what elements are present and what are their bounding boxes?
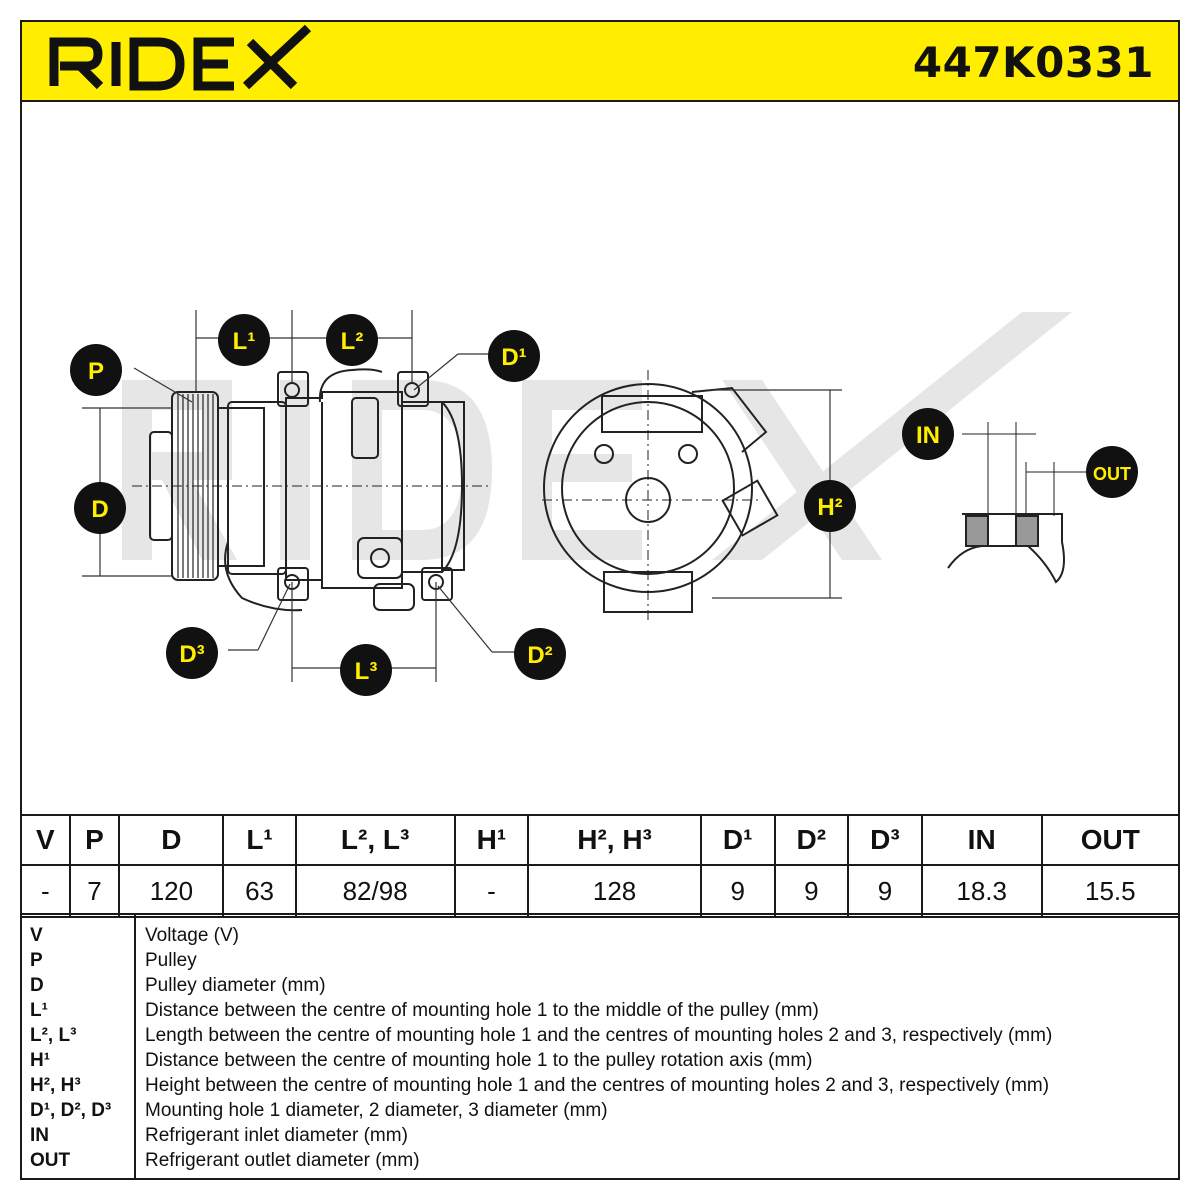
spec-value-cell: 9	[699, 864, 776, 918]
header-bar: 447K0331	[22, 22, 1178, 102]
legend-row: D Pulley diameter (mm)	[22, 975, 1178, 1000]
fitting-section-view	[947, 422, 1092, 584]
spec-value-cell: 120	[118, 864, 225, 918]
legend-row: H², H³ Height between the centre of moun…	[22, 1075, 1178, 1100]
legend-key: V	[30, 925, 43, 946]
spec-value-cell: 9	[847, 864, 923, 918]
badge-p: P	[70, 344, 122, 396]
spec-value-row: - 7 120 63 82/98 - 128 9 9 9 18.3 15.5	[22, 864, 1178, 918]
legend-key: H¹	[30, 1050, 51, 1071]
legend-key: OUT	[30, 1150, 71, 1171]
svg-text:IN: IN	[916, 422, 940, 449]
spec-header-cell: P	[68, 814, 121, 866]
spec-value-cell: 15.5	[1040, 864, 1178, 918]
legend-row: L², L³ Length between the centre of moun…	[22, 1025, 1178, 1050]
badge-l1: L¹	[218, 314, 270, 366]
badge-d3: D³	[166, 627, 218, 679]
legend-text: Voltage (V)	[145, 925, 239, 946]
badge-d1: D¹	[488, 330, 540, 382]
svg-text:L³: L³	[355, 658, 378, 685]
svg-text:P: P	[88, 358, 104, 385]
legend-text: Distance between the centre of mounting …	[145, 1000, 819, 1021]
spec-header-cell: L¹	[222, 814, 297, 866]
badge-d2: D²	[514, 628, 566, 680]
svg-text:D³: D³	[179, 641, 204, 668]
spec-header-cell: H², H³	[527, 814, 702, 866]
svg-text:OUT: OUT	[1093, 464, 1131, 484]
legend-key: D¹, D², D³	[30, 1100, 112, 1121]
compressor-drawing: P D L¹ L² D¹	[70, 310, 1138, 696]
compressor-side-view	[132, 368, 492, 612]
badge-l2: L²	[326, 314, 378, 366]
legend-key: D	[30, 975, 44, 996]
spec-header-cell: D	[118, 814, 225, 866]
legend-text: Distance between the centre of mounting …	[145, 1050, 813, 1071]
badge-in: IN	[902, 408, 954, 460]
spec-value-cell: 63	[222, 864, 297, 918]
legend-row: V Voltage (V)	[22, 925, 1178, 950]
svg-text:D: D	[91, 496, 108, 523]
badge-out: OUT	[1086, 446, 1138, 498]
spec-value-cell: 128	[527, 864, 702, 918]
svg-text:L¹: L¹	[233, 328, 256, 355]
legend-row: H¹ Distance between the centre of mounti…	[22, 1050, 1178, 1075]
label-badges: P D L¹ L² D¹	[70, 314, 1138, 696]
legend-key: H², H³	[30, 1075, 81, 1096]
badge-h2: H²	[804, 480, 856, 532]
spec-value-cell: 7	[68, 864, 121, 918]
ridex-logo	[49, 24, 312, 91]
spec-header-cell: OUT	[1040, 814, 1178, 866]
spec-value-cell: 82/98	[294, 864, 456, 918]
spec-header-cell: D³	[847, 814, 923, 866]
svg-text:D²: D²	[527, 642, 552, 669]
legend-key: L², L³	[30, 1025, 77, 1046]
legend-key: IN	[30, 1125, 49, 1146]
svg-text:L²: L²	[341, 328, 364, 355]
legend-row: OUT Refrigerant outlet diameter (mm)	[22, 1150, 1178, 1175]
legend-text: Pulley	[145, 950, 197, 971]
legend-key: L¹	[30, 1000, 48, 1021]
badge-l3: L³	[340, 644, 392, 696]
spec-value-cell: -	[22, 864, 71, 918]
spec-header-cell: L², L³	[294, 814, 456, 866]
spec-header-cell: IN	[920, 814, 1043, 866]
spec-header-cell: V	[22, 814, 71, 866]
legend-row: IN Refrigerant inlet diameter (mm)	[22, 1125, 1178, 1150]
badge-d: D	[74, 482, 126, 534]
legend-text: Refrigerant inlet diameter (mm)	[145, 1125, 408, 1146]
legend-text: Height between the centre of mounting ho…	[145, 1075, 1050, 1096]
spec-value-cell: 9	[773, 864, 850, 918]
svg-text:H²: H²	[817, 494, 842, 521]
datasheet-frame: 447K0331	[20, 20, 1180, 1180]
svg-text:D¹: D¹	[501, 344, 526, 371]
legend-key: P	[30, 950, 43, 971]
spec-value-cell: -	[453, 864, 530, 918]
spec-value-cell: 18.3	[920, 864, 1043, 918]
spec-header-cell: H¹	[453, 814, 530, 866]
spec-table: V P D L¹ L², L³ H¹ H², H³ D¹ D² D³ IN OU…	[22, 814, 1178, 918]
legend-row: D¹, D², D³ Mounting hole 1 diameter, 2 d…	[22, 1100, 1178, 1125]
legend-row: P Pulley	[22, 950, 1178, 975]
part-number: 447K0331	[912, 38, 1154, 87]
spec-header-cell: D²	[773, 814, 850, 866]
legend-row: L¹ Distance between the centre of mounti…	[22, 1000, 1178, 1025]
spec-header-row: V P D L¹ L², L³ H¹ H², H³ D¹ D² D³ IN OU…	[22, 814, 1178, 866]
legend-text: Pulley diameter (mm)	[145, 975, 326, 996]
legend-text: Mounting hole 1 diameter, 2 diameter, 3 …	[145, 1100, 608, 1121]
legend-text: Refrigerant outlet diameter (mm)	[145, 1150, 420, 1171]
technical-drawing: P D L¹ L² D¹	[22, 102, 1178, 814]
legend-divider	[134, 915, 136, 1180]
spec-header-cell: D¹	[699, 814, 776, 866]
legend-text: Length between the centre of mounting ho…	[145, 1025, 1053, 1046]
legend: V Voltage (V) P Pulley D Pulley diameter…	[22, 913, 1178, 1180]
